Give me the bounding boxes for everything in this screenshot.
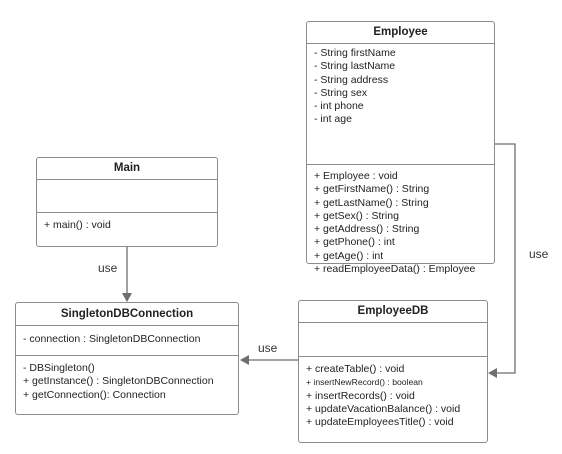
use-label-main: use — [98, 261, 118, 275]
class-main[interactable]: Main + main() : void — [36, 157, 218, 247]
method: + insertRecords() : void — [306, 389, 415, 402]
methods-section: - DBSingleton() + getInstance() : Single… — [16, 356, 238, 402]
class-singletondbconnection[interactable]: SingletonDBConnection - connection : Sin… — [15, 302, 239, 415]
class-title: Main — [37, 158, 217, 180]
method: + main() : void — [44, 219, 111, 231]
class-title: SingletonDBConnection — [16, 303, 238, 326]
attributes-section — [37, 180, 217, 213]
method: + getLastName() : String — [314, 196, 429, 209]
method: - DBSingleton() — [23, 362, 95, 374]
method: + getFirstName() : String — [314, 183, 430, 196]
employeedb-to-employee-arrow — [488, 143, 516, 378]
attribute: - String address — [314, 73, 389, 86]
method: + createTable() : void — [306, 363, 405, 375]
attribute: - String sex — [314, 86, 368, 99]
attribute: - connection : SingletonDBConnection — [23, 333, 201, 345]
class-title: Employee — [307, 22, 494, 44]
use-label-employeedb-employee: use — [529, 247, 549, 261]
method: + getAge() : int — [314, 249, 384, 262]
attributes-section: - String firstName - String lastName - S… — [307, 44, 494, 165]
method: + getInstance() : SingletonDBConnection — [23, 375, 214, 388]
method: + insertNewRecord() : boolean — [306, 377, 423, 388]
method: + Employee : void — [314, 170, 398, 182]
method: + getSex() : String — [314, 209, 399, 222]
use-label-employeedb-singleton: use — [258, 341, 278, 355]
class-employeedb[interactable]: EmployeeDB + createTable() : void + inse… — [298, 300, 488, 443]
class-title: EmployeeDB — [299, 301, 487, 323]
attribute: - int phone — [314, 100, 364, 113]
method: + getConnection(): Connection — [23, 388, 166, 401]
attribute: - String firstName — [314, 47, 396, 59]
class-employee[interactable]: Employee - String firstName - String las… — [306, 21, 495, 275]
methods-section: + createTable() : void + insertNewRecord… — [299, 357, 487, 429]
methods-section: + Employee : void + getFirstName() : Str… — [307, 165, 494, 276]
attribute: - int age — [314, 113, 352, 126]
method: + getPhone() : int — [314, 236, 395, 249]
attributes-section — [299, 323, 487, 357]
method: + readEmployeeData() : Employee — [314, 263, 476, 276]
methods-section: + main() : void — [37, 213, 217, 232]
method: + updateVacationBalance() : void — [306, 402, 461, 415]
attribute: - String lastName — [314, 60, 396, 73]
attributes-section: - connection : SingletonDBConnection — [16, 326, 238, 356]
method: + updateEmployeesTitle() : void — [306, 416, 454, 429]
method: + getAddress() : String — [314, 223, 420, 236]
